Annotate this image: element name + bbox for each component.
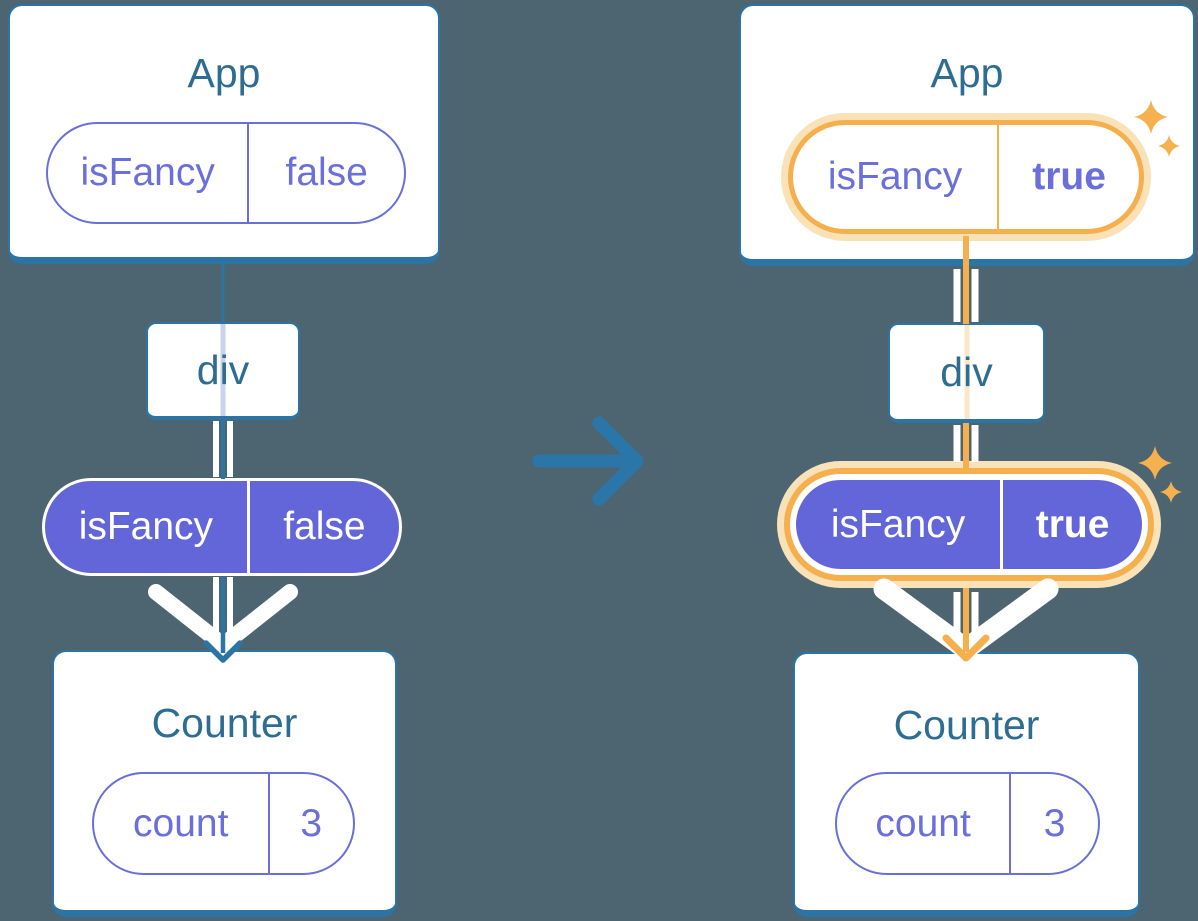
pipe-div-to-prop-before	[213, 419, 233, 479]
state-name: count	[875, 801, 971, 845]
state-value: 3	[267, 774, 353, 873]
chevron-down-icon	[873, 578, 1059, 660]
state-pill-app-after: isFancy true	[788, 120, 1144, 234]
counter-card-after: Counter count 3	[793, 652, 1140, 917]
state-pill-counter-before: count 3	[92, 772, 355, 875]
prop-pill-after: isFancy true	[793, 477, 1145, 572]
prop-value: true	[1000, 480, 1142, 569]
state-name: isFancy	[80, 151, 215, 194]
app-card-after: App isFancy true	[739, 4, 1195, 266]
component-title: App	[930, 50, 1004, 96]
component-title: Counter	[893, 702, 1040, 748]
down-arrow-icon	[203, 577, 243, 663]
state-name: isFancy	[827, 155, 963, 198]
right-arrow-icon	[532, 416, 644, 506]
pipe-prop-to-counter-after	[953, 592, 979, 644]
state-value: 3	[1009, 774, 1098, 873]
component-title: App	[187, 50, 261, 96]
counter-card-before: Counter count 3	[52, 650, 397, 917]
pipe-prop-to-counter-before	[213, 577, 233, 644]
div-label: div	[196, 346, 250, 393]
component-title: Counter	[151, 700, 298, 746]
state-value: false	[247, 124, 404, 222]
app-card-before: App isFancy false	[8, 4, 440, 264]
pipe-div-to-prop-after	[953, 423, 979, 470]
div-label: div	[940, 348, 993, 395]
prop-value: false	[246, 481, 399, 573]
prop-name: isFancy	[830, 502, 966, 546]
down-arrow-icon	[942, 588, 990, 662]
div-node-before: div	[146, 322, 300, 420]
state-pill-counter-after: count 3	[835, 772, 1100, 875]
chevron-down-icon	[148, 584, 298, 653]
state-name: count	[133, 801, 229, 845]
state-value: true	[997, 125, 1139, 229]
sparkle-icon	[1138, 446, 1182, 503]
prop-name: isFancy	[78, 505, 214, 548]
div-node-after: div	[888, 323, 1045, 423]
prop-pill-before: isFancy false	[42, 478, 402, 576]
state-pill-app-before: isFancy false	[46, 122, 406, 224]
